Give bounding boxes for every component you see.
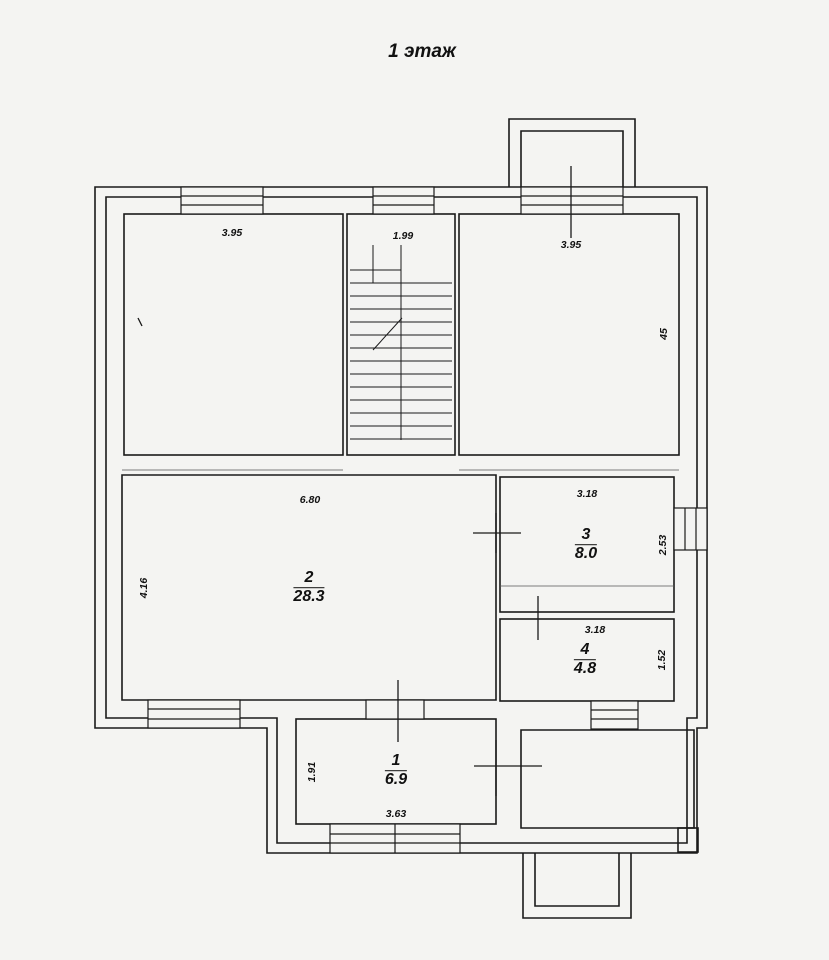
- porch-area: [520, 729, 695, 829]
- room-area: 6.9: [384, 770, 408, 788]
- room-label-4: 4 4.8: [573, 641, 597, 678]
- balcony-top-inner: [520, 130, 624, 187]
- window-top-right: [520, 186, 624, 215]
- window-top-left: [180, 186, 264, 215]
- room-number: 2: [304, 569, 314, 587]
- room-4: [499, 618, 675, 702]
- dim-right-room-width: 3.95: [560, 239, 582, 251]
- porch-bottom-inner: [534, 853, 620, 907]
- room-area: 28.3: [293, 587, 325, 605]
- dim-hall-width: 6.80: [299, 494, 321, 506]
- room-label-3: 3 8.0: [574, 526, 598, 563]
- room-label-2: 2 28.3: [293, 569, 325, 606]
- dim-stair-width: 1.99: [392, 230, 414, 242]
- window-bottom-left: [147, 699, 241, 729]
- dim-room4-width: 3.18: [584, 624, 606, 636]
- window-entry-top: [365, 699, 425, 720]
- room-area: 8.0: [574, 544, 598, 562]
- room-area: 4.8: [573, 659, 597, 677]
- dim-entry-depth: 1.91: [306, 761, 318, 783]
- dim-left-room-width: 3.95: [221, 227, 243, 239]
- dim-room4-depth: 1.52: [656, 649, 668, 671]
- window-right-side: [673, 507, 708, 551]
- dim-right-room-depth: 45: [658, 328, 670, 340]
- dim-hall-depth: 4.16: [138, 577, 150, 599]
- window-top-center: [372, 186, 435, 215]
- dim-room3-depth: 2.53: [657, 534, 669, 556]
- porch-bottom-outer: [522, 853, 632, 919]
- balcony-top-outer: [508, 118, 636, 187]
- room-number: 3: [581, 526, 591, 544]
- room-number: 4: [580, 641, 590, 659]
- door-markers: [137, 166, 572, 796]
- window-entry-bottom: [329, 823, 461, 854]
- staircase: [347, 245, 455, 476]
- upper-left-room: [123, 213, 344, 456]
- room-label-1: 1 6.9: [384, 752, 408, 789]
- floor-title: 1 этаж: [388, 41, 456, 62]
- window-bottom-right: [590, 700, 639, 730]
- dim-entry-width: 3.63: [385, 808, 407, 820]
- porch-step: [677, 827, 699, 853]
- room-number: 1: [391, 752, 401, 770]
- dim-room3-width: 3.18: [576, 488, 598, 500]
